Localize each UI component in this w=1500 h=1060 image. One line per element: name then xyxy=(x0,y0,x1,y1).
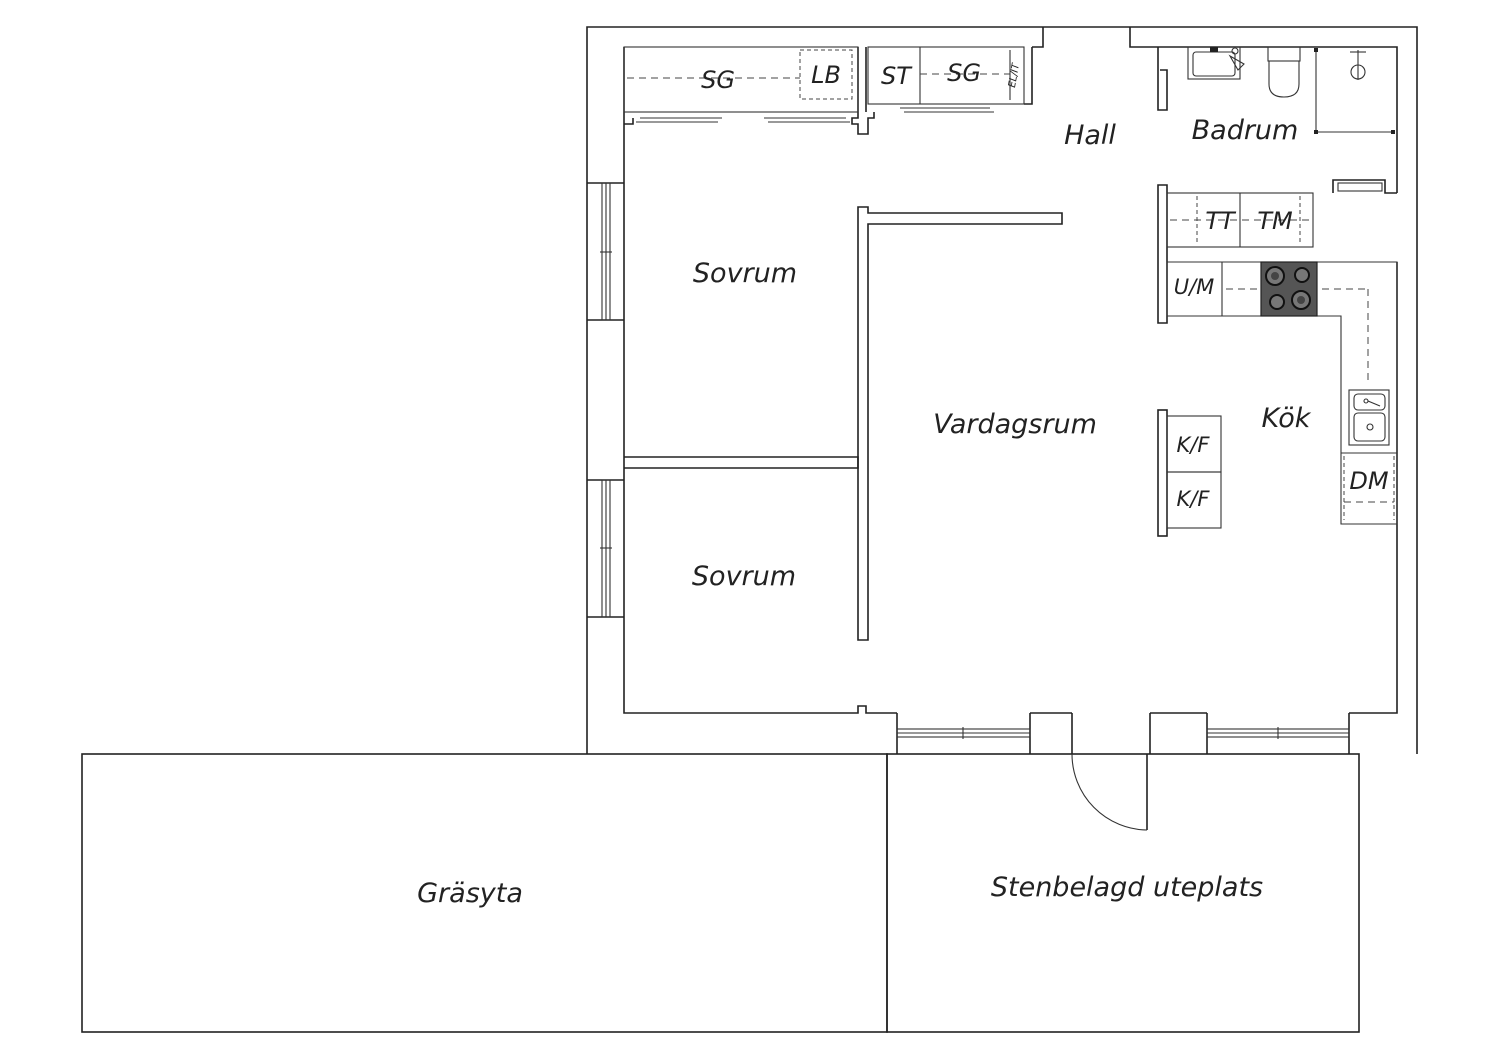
bedroom-divider-wall xyxy=(624,456,859,469)
dishwasher-label: DM xyxy=(1349,467,1388,495)
exterior-wall-outline xyxy=(586,26,1418,754)
area-label-lawn: Gräsyta xyxy=(417,878,523,909)
interior-wall-right-upper xyxy=(1129,27,1398,193)
laundry-unit: TT TM xyxy=(1166,192,1314,248)
tumble-dryer-label: TT xyxy=(1205,207,1237,235)
fridge-freezer-label-2: K/F xyxy=(1177,487,1211,511)
wardrobe-unit-right: ST SG EL/IT xyxy=(867,46,1025,113)
wardrobe-wall-middle xyxy=(851,47,875,135)
wardrobe-label-sg-2: SG xyxy=(947,59,981,87)
interior-wall-left xyxy=(623,47,897,714)
kitchen-counter: U/M DM xyxy=(1166,261,1398,525)
room-label-hall: Hall xyxy=(1064,120,1116,151)
bedroom-living-wall xyxy=(857,206,1063,641)
interior-walls xyxy=(624,47,1397,641)
wardrobe-label-sg: SG xyxy=(701,66,735,94)
window-bottom-left xyxy=(896,713,1031,754)
window-bottom-right xyxy=(1206,713,1350,754)
wardrobe-wall-left xyxy=(624,118,634,125)
fridge-freezer: K/F K/F xyxy=(1157,409,1222,537)
patio-door xyxy=(1071,713,1151,831)
linen-cabinet-label-lb: LB xyxy=(811,61,841,89)
toilet xyxy=(1267,46,1301,98)
washing-machine-label: TM xyxy=(1257,207,1293,235)
room-label-bedroom-1: Sovrum xyxy=(693,258,797,289)
interior-wall-top-hall xyxy=(1032,27,1044,48)
room-label-bathroom: Badrum xyxy=(1192,115,1299,146)
window-left-upper xyxy=(587,182,624,321)
fridge-freezer-label-1: K/F xyxy=(1177,433,1211,457)
bathroom-wall-bottom xyxy=(1332,179,1397,194)
area-label-patio: Stenbelagd uteplats xyxy=(991,872,1263,903)
patio-area xyxy=(886,753,1360,1033)
room-label-bedroom-2: Sovrum xyxy=(692,561,796,592)
outer-walls xyxy=(586,26,1418,754)
kitchen-wall xyxy=(1157,184,1168,324)
shower xyxy=(1314,48,1395,134)
room-label-kitchen: Kök xyxy=(1262,403,1312,434)
kitchen-sink xyxy=(1348,389,1390,446)
wardrobe-wall-right xyxy=(1024,47,1033,105)
windows xyxy=(587,182,1350,754)
bathroom-shelf xyxy=(1337,182,1383,192)
electric-it-cabinet-label: EL/IT xyxy=(1007,62,1022,89)
room-label-living-room: Vardagsrum xyxy=(933,409,1097,440)
bathroom-fixtures xyxy=(1187,46,1395,192)
room-labels: Hall Badrum Sovrum Sovrum Vardagsrum Kök… xyxy=(417,115,1312,909)
storage-label-st: ST xyxy=(881,62,913,90)
outdoor-areas xyxy=(81,753,1360,1033)
wardrobe-unit-left: SG LB xyxy=(623,46,859,123)
bathroom-sink xyxy=(1187,46,1245,80)
oven-microwave-label: U/M xyxy=(1174,275,1215,299)
window-left-lower xyxy=(587,479,624,618)
stove xyxy=(1260,261,1318,317)
bathroom-wall xyxy=(1157,47,1168,111)
